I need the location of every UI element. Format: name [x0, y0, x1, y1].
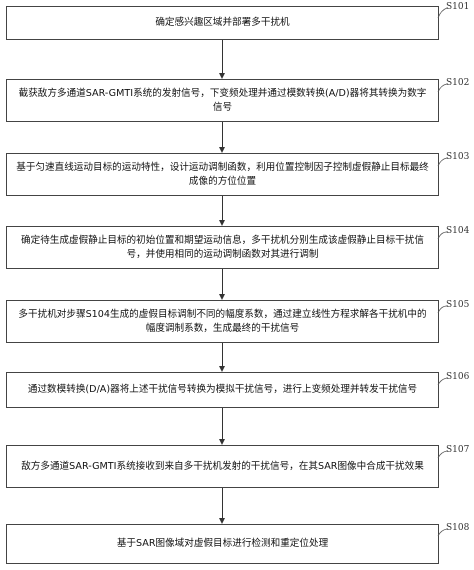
arrow-head [219, 147, 225, 153]
step-box-s105: 多干扰机对步骤S104生成的虚假目标调制不同的幅度系数，通过建立线性方程求解各干… [6, 300, 439, 343]
step-text-s102: 截获敌方多通道SAR-GMTI系统的发射信号，下变频处理并通过模数转换(A/D)… [18, 88, 427, 113]
step-label-s105: S105 [446, 300, 470, 310]
step-box-s107: 敌方多通道SAR-GMTI系统接收到来自多干扰机发射的干扰信号，在其SAR图像中… [6, 445, 439, 488]
step-label-s108: S108 [446, 523, 470, 533]
step-label-s107: S107 [446, 445, 470, 455]
arrow-head [219, 518, 225, 524]
arrow-shaft [222, 488, 223, 518]
step-box-s104: 确定待生成虚假静止目标的初始位置和期望运动信息，多干扰机分别生成该虚假静止目标干… [6, 226, 439, 269]
step-box-s101: 确定感兴趣区域并部署多干扰机 [6, 6, 439, 40]
arrow-head [219, 220, 225, 226]
arrow-shaft [222, 40, 223, 73]
step-box-s102: 截获敌方多通道SAR-GMTI系统的发射信号，下变频处理并通过模数转换(A/D)… [6, 79, 439, 122]
arrow-head [219, 73, 225, 79]
step-box-s103: 基于匀速直线运动目标的运动特性，设计运动调制函数，利用位置控制因子控制虚假静止目… [6, 153, 439, 196]
step-text-s108: 基于SAR图像域对虚假目标进行检测和重定位处理 [116, 538, 329, 550]
step-label-s102: S102 [446, 78, 470, 88]
step-text-s106: 通过数模转换(D/A)器将上述干扰信号转换为模拟干扰信号，进行上变频处理并转发干… [27, 384, 418, 396]
arrow-shaft [222, 196, 223, 220]
arrow-head [219, 366, 225, 372]
step-label-s103: S103 [446, 152, 470, 162]
arrow-shaft [222, 269, 223, 294]
step-box-s106: 通过数模转换(D/A)器将上述干扰信号转换为模拟干扰信号，进行上变频处理并转发干… [6, 372, 439, 408]
step-label-s104: S104 [446, 226, 470, 236]
step-label-s106: S106 [446, 372, 470, 382]
step-label-s101: S101 [446, 2, 470, 12]
arrow-head [219, 294, 225, 300]
step-text-s101: 确定感兴趣区域并部署多干扰机 [155, 17, 290, 29]
step-text-s107: 敌方多通道SAR-GMTI系统接收到来自多干扰机发射的干扰信号，在其SAR图像中… [21, 460, 424, 472]
step-text-s105: 多干扰机对步骤S104生成的虚假目标调制不同的幅度系数，通过建立线性方程求解各干… [18, 309, 427, 334]
step-text-s104: 确定待生成虚假静止目标的初始位置和期望运动信息，多干扰机分别生成该虚假静止目标干… [21, 235, 424, 260]
arrow-shaft [222, 408, 223, 439]
arrow-head [219, 439, 225, 445]
step-box-s108: 基于SAR图像域对虚假目标进行检测和重定位处理 [6, 524, 439, 564]
arrow-shaft [222, 343, 223, 366]
arrow-shaft [222, 122, 223, 147]
step-text-s103: 基于匀速直线运动目标的运动特性，设计运动调制函数，利用位置控制因子控制虚假静止目… [16, 162, 429, 187]
